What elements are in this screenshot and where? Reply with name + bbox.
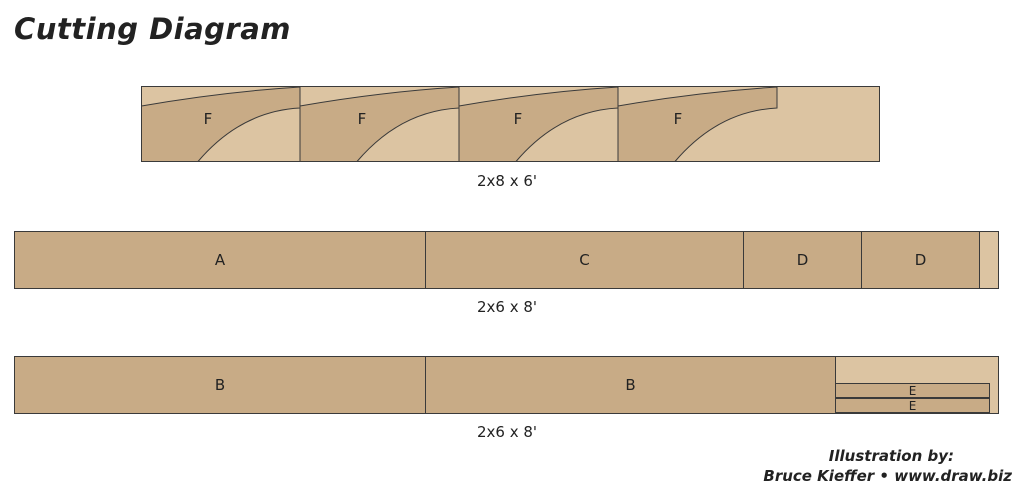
part-e-label-1: E bbox=[908, 383, 917, 398]
part-b-label-1: B bbox=[214, 376, 226, 394]
part-f-label-2: F bbox=[358, 110, 367, 128]
part-b-label-2: B bbox=[625, 376, 636, 394]
part-f-label-1: F bbox=[204, 110, 213, 128]
credit-line-2: Bruce Kieffer • www.draw.biz bbox=[763, 467, 1012, 485]
board-2x6-1: A C D D bbox=[14, 231, 999, 289]
part-c: C bbox=[426, 232, 744, 288]
part-b-1: B bbox=[15, 357, 426, 413]
part-c-label: C bbox=[579, 251, 590, 269]
board-caption-3: 2x6 x 8' bbox=[476, 423, 538, 441]
part-a: A bbox=[15, 232, 426, 288]
part-d-1: D bbox=[744, 232, 862, 288]
board-2x8: F F F F bbox=[141, 86, 880, 162]
part-f-label-3: F bbox=[514, 110, 523, 128]
part-b-2: B bbox=[426, 357, 836, 413]
board-caption-2: 2x6 x 8' bbox=[476, 298, 538, 316]
part-a-label: A bbox=[214, 251, 226, 269]
part-e-label-2: E bbox=[908, 398, 917, 413]
part-f-4: F bbox=[617, 86, 778, 162]
part-e-2: E bbox=[835, 398, 990, 413]
part-d-label-2: D bbox=[914, 251, 927, 269]
board-caption-1: 2x8 x 6' bbox=[476, 172, 538, 190]
part-d-2: D bbox=[862, 232, 980, 288]
part-f-label-4: F bbox=[674, 110, 683, 128]
board-2x6-2: B B E E bbox=[14, 356, 999, 414]
credit-line-1: Illustration by: bbox=[828, 447, 954, 465]
part-e-1: E bbox=[835, 383, 990, 398]
diagram-title: Cutting Diagram bbox=[14, 12, 292, 46]
part-d-label-1: D bbox=[796, 251, 809, 269]
